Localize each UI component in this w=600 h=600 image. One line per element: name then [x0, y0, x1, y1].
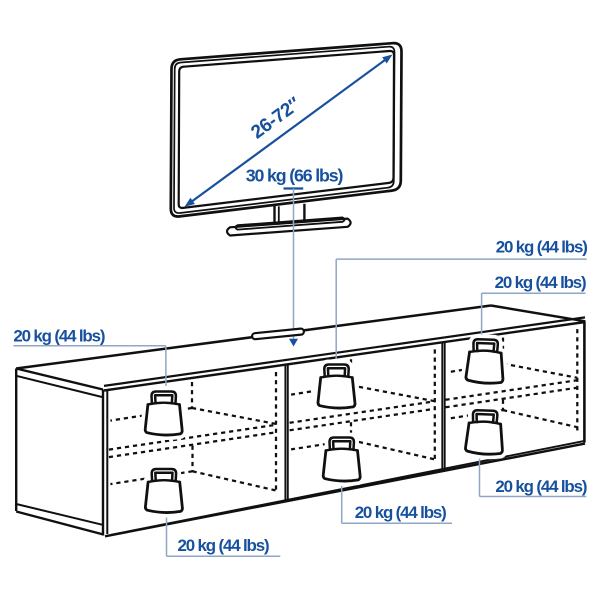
- svg-text:20 kg (44 lbs): 20 kg (44 lbs): [495, 477, 586, 496]
- svg-text:20 kg (44 lbs): 20 kg (44 lbs): [496, 238, 587, 257]
- svg-text:20 kg (44 lbs): 20 kg (44 lbs): [495, 273, 586, 292]
- svg-text:20 kg (44 lbs): 20 kg (44 lbs): [13, 327, 104, 346]
- svg-text:20 kg (44 lbs): 20 kg (44 lbs): [355, 503, 446, 522]
- svg-text:30 kg (66 lbs): 30 kg (66 lbs): [246, 166, 344, 186]
- svg-text:20 kg (44 lbs): 20 kg (44 lbs): [178, 536, 269, 555]
